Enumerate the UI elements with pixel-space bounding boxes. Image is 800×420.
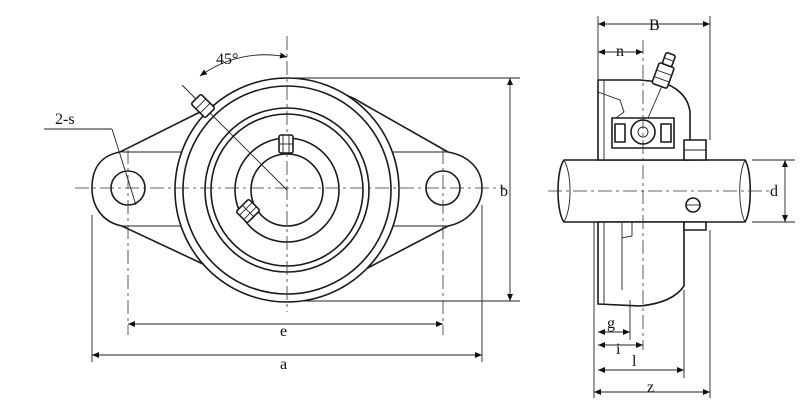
- hole-label: 2-s: [55, 111, 75, 128]
- seal-left: [614, 123, 626, 143]
- dim-z-label: z: [647, 379, 654, 396]
- grease-channel: [647, 85, 663, 119]
- housing-upper-contour: [597, 91, 625, 119]
- collar-lower: [683, 221, 707, 231]
- angle-label: 45°: [216, 51, 238, 68]
- dim-l-label: l: [632, 353, 637, 370]
- angle-arc: [199, 52, 288, 77]
- seal-right: [660, 123, 672, 143]
- shaft-break-right: [739, 159, 746, 223]
- dim-e-label: e: [280, 323, 287, 340]
- housing-lower-slot: [621, 222, 633, 239]
- shaft-break-left: [563, 159, 571, 223]
- housing-lower: [597, 221, 685, 307]
- side-view: B n d g i l z: [548, 16, 795, 398]
- front-view: 45° 2-s e a b: [44, 36, 520, 373]
- set-screw-top: [278, 134, 294, 154]
- grease-nipple-front: [191, 94, 215, 118]
- dim-i-label: i: [616, 341, 621, 358]
- dim-B-label: B: [649, 17, 660, 34]
- dim-g-label: g: [607, 315, 615, 332]
- grease-nipple-side: [651, 51, 676, 89]
- dim-b-label: b: [500, 183, 508, 200]
- dim-a-label: a: [280, 356, 287, 373]
- hole-leader-diagonal: [111, 128, 137, 206]
- set-screw-lower: [236, 199, 260, 223]
- dim-d-label: d: [770, 183, 778, 200]
- dim-n-label: n: [616, 43, 624, 60]
